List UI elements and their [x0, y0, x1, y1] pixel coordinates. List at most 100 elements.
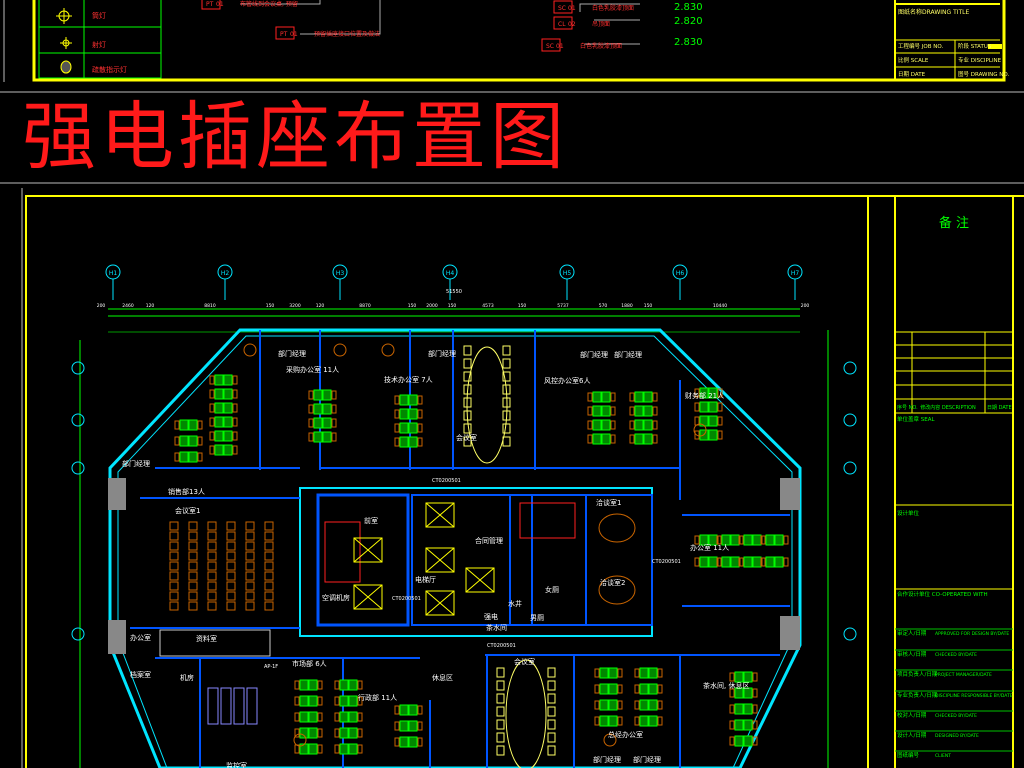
ct-tag: CT0200501	[652, 559, 681, 565]
remarks-heading: 备 注	[939, 215, 969, 231]
workstation	[223, 430, 233, 442]
chair	[197, 452, 203, 462]
room-label-rest_corr: 休息区	[432, 673, 453, 682]
workstation	[592, 391, 602, 403]
room-label-wc_m: 男厕	[530, 614, 544, 622]
chair	[547, 706, 556, 717]
chair	[357, 696, 363, 706]
round-table	[693, 423, 707, 437]
chair	[547, 680, 556, 691]
workstation	[752, 534, 762, 546]
callout-tag-box	[201, 0, 221, 10]
auditorium-seat	[226, 561, 236, 571]
workstation	[599, 683, 609, 695]
dim-label: 150	[266, 303, 275, 309]
workstation	[639, 715, 649, 727]
auditorium-seat	[264, 581, 274, 591]
workstation	[730, 534, 740, 546]
auditorium-seat	[207, 581, 217, 591]
workstation	[339, 727, 349, 739]
workstation	[699, 387, 709, 399]
auditorium-seat	[188, 551, 198, 561]
chair	[394, 721, 400, 731]
chair	[587, 434, 593, 444]
workstation	[299, 727, 309, 739]
workstation	[308, 679, 318, 691]
chair	[174, 452, 180, 462]
sign-label: 专业负责人/日期	[897, 691, 938, 699]
auditorium-seat	[245, 531, 255, 541]
room-label-office_l: 办公室	[130, 633, 151, 642]
level-mark: 2.820	[674, 16, 703, 27]
workstation	[599, 667, 609, 679]
workstation	[214, 402, 224, 414]
chair	[294, 728, 300, 738]
sign-label: 设计人/日期	[897, 731, 927, 739]
chair	[334, 696, 340, 706]
sign-value: CHECKED BY/DATE	[935, 713, 977, 719]
chair	[308, 390, 314, 400]
chair	[394, 395, 400, 405]
chair	[331, 432, 337, 442]
sign-value: CHECKED BY/DATE	[935, 652, 977, 658]
callout-num: 01	[556, 43, 564, 50]
auditorium-seat	[245, 581, 255, 591]
room-label-sales: 销售部13人	[168, 487, 205, 496]
callout-text: 白色乳胶漆顶面	[580, 42, 622, 50]
room-label-admin: 行政部 11人	[358, 693, 397, 702]
chair	[617, 700, 623, 710]
dim-label: 150	[408, 303, 417, 309]
workstation	[179, 419, 189, 431]
legend-label: 疏散指示灯	[92, 65, 127, 74]
dim-label: 10440	[713, 303, 727, 309]
chair	[657, 716, 663, 726]
dim-label: 2460	[122, 303, 134, 309]
workstation	[223, 388, 233, 400]
workstation	[608, 667, 618, 679]
label: 图纸名称DRAWING TITLE	[898, 8, 970, 16]
ceiling-light-icon	[56, 8, 72, 24]
workstation	[348, 727, 358, 739]
chair	[502, 345, 511, 356]
chair	[752, 672, 758, 682]
chair	[232, 445, 238, 455]
chair	[547, 667, 556, 678]
ct-tag: AP-1F	[264, 664, 278, 670]
chair	[587, 420, 593, 430]
auditorium-seat	[169, 551, 179, 561]
workstation	[214, 444, 224, 456]
auditorium-seat	[188, 561, 198, 571]
workstation	[743, 556, 753, 568]
workstation	[308, 695, 318, 707]
sign-label: 校对人/日期	[897, 711, 927, 719]
room-label-purchase: 采购办公室 11人	[286, 365, 339, 374]
auditorium-seat	[264, 541, 274, 551]
workstation	[592, 419, 602, 431]
chair	[294, 680, 300, 690]
chair	[209, 431, 215, 441]
workstation	[708, 401, 718, 413]
workstation	[408, 704, 418, 716]
chair	[652, 392, 658, 402]
auditorium-seat	[245, 561, 255, 571]
chair	[694, 402, 700, 412]
dim-label: 4573	[482, 303, 494, 309]
chair	[209, 375, 215, 385]
chair	[760, 557, 766, 567]
dim-label: 570	[599, 303, 608, 309]
workstation	[408, 408, 418, 420]
server-rack	[220, 687, 232, 725]
level-mark: 2.830	[674, 2, 703, 13]
workstation	[743, 719, 753, 731]
chair	[594, 716, 600, 726]
chair	[417, 423, 423, 433]
chair	[652, 406, 658, 416]
room-label-meeting_bot: 会议室	[514, 657, 535, 666]
chair	[394, 409, 400, 419]
callout-tag-box	[541, 38, 561, 52]
workstation	[592, 405, 602, 417]
auditorium-seat	[169, 531, 179, 541]
callout-tag-box	[275, 26, 295, 40]
workstation	[399, 408, 409, 420]
room-label-office11: 办公室 11人	[690, 543, 729, 552]
